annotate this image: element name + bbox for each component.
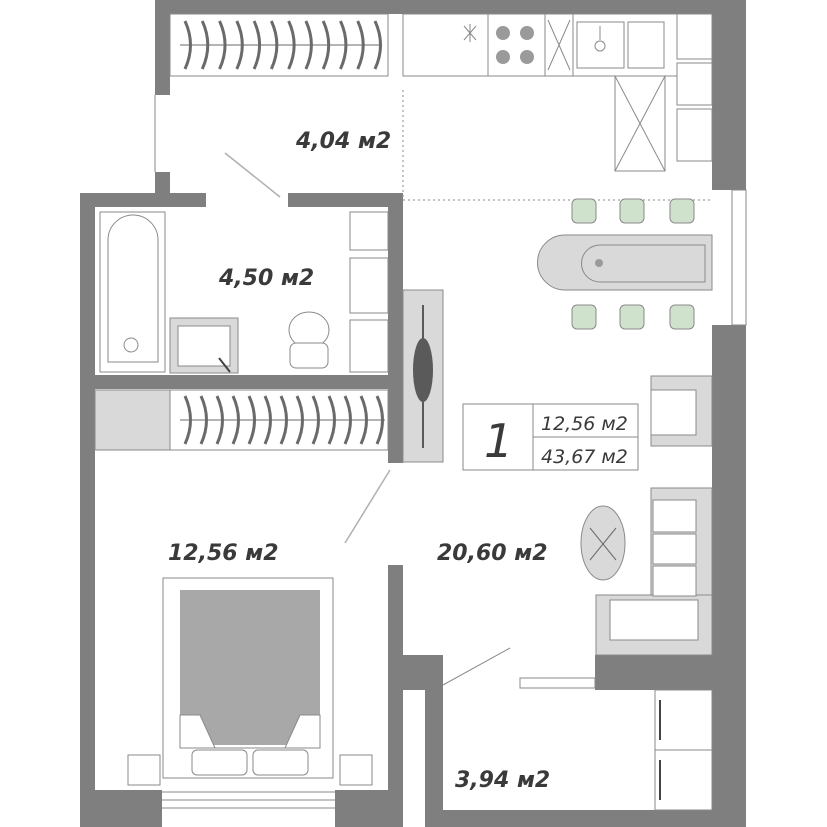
hanger [231, 395, 240, 445]
hanger [199, 395, 208, 445]
hanger [359, 395, 368, 445]
hanger [215, 395, 224, 445]
hall-area-label: 4,04 м2 [295, 129, 391, 154]
hanger [252, 20, 262, 70]
rooms-count: 1 [484, 414, 513, 468]
balcony-area-label: 3,94 м2 [455, 768, 550, 793]
walls [80, 0, 747, 827]
washbasin [169, 317, 239, 374]
armchair [650, 375, 713, 447]
tv-stand [402, 289, 444, 463]
hanger [339, 20, 348, 70]
bedroom-wardrobe [94, 389, 389, 451]
dining-table [537, 234, 713, 291]
bedroom-window [162, 791, 335, 809]
kitchen-counter [402, 13, 713, 172]
doors [154, 95, 391, 544]
hanger [263, 395, 272, 445]
hanger [183, 20, 192, 70]
living-area-label: 20,60 м2 [437, 541, 548, 566]
hanger [304, 20, 313, 70]
hanger [200, 20, 210, 70]
hanger [295, 395, 304, 445]
sink-icon [594, 26, 606, 52]
hanger [269, 20, 279, 70]
nightstands [127, 754, 373, 786]
hanger [235, 20, 244, 70]
living-area-value: 12,56 м2 [541, 413, 628, 435]
hanger [375, 395, 384, 445]
balcony-door [442, 647, 596, 689]
hanger [279, 395, 288, 445]
hanger [343, 395, 352, 445]
hanger [311, 395, 320, 445]
hall-wardrobe [169, 13, 389, 77]
hanger [218, 20, 227, 70]
fridge-icon [463, 19, 571, 71]
hanger [321, 20, 331, 70]
bedroom-area-label: 12,56 м2 [168, 541, 279, 566]
bathroom-area-label: 4,50 м2 [218, 266, 314, 291]
info-box: 1 12,56 м2 43,67 м2 [462, 403, 639, 471]
hanger [247, 395, 256, 445]
stove-icon [496, 26, 534, 64]
sofa [595, 487, 713, 656]
bathtub [99, 211, 166, 373]
hanger [183, 395, 192, 445]
balcony-cabinets [654, 689, 713, 811]
bed [162, 577, 334, 779]
hanger [356, 20, 365, 70]
hanger [327, 395, 336, 445]
toilet [288, 311, 330, 369]
coffee-table [580, 505, 626, 581]
hanger [373, 20, 382, 70]
bathroom-shelves [349, 211, 389, 373]
hanger [287, 20, 296, 70]
total-area-value: 43,67 м2 [541, 446, 628, 468]
dining-chairs [571, 198, 695, 330]
